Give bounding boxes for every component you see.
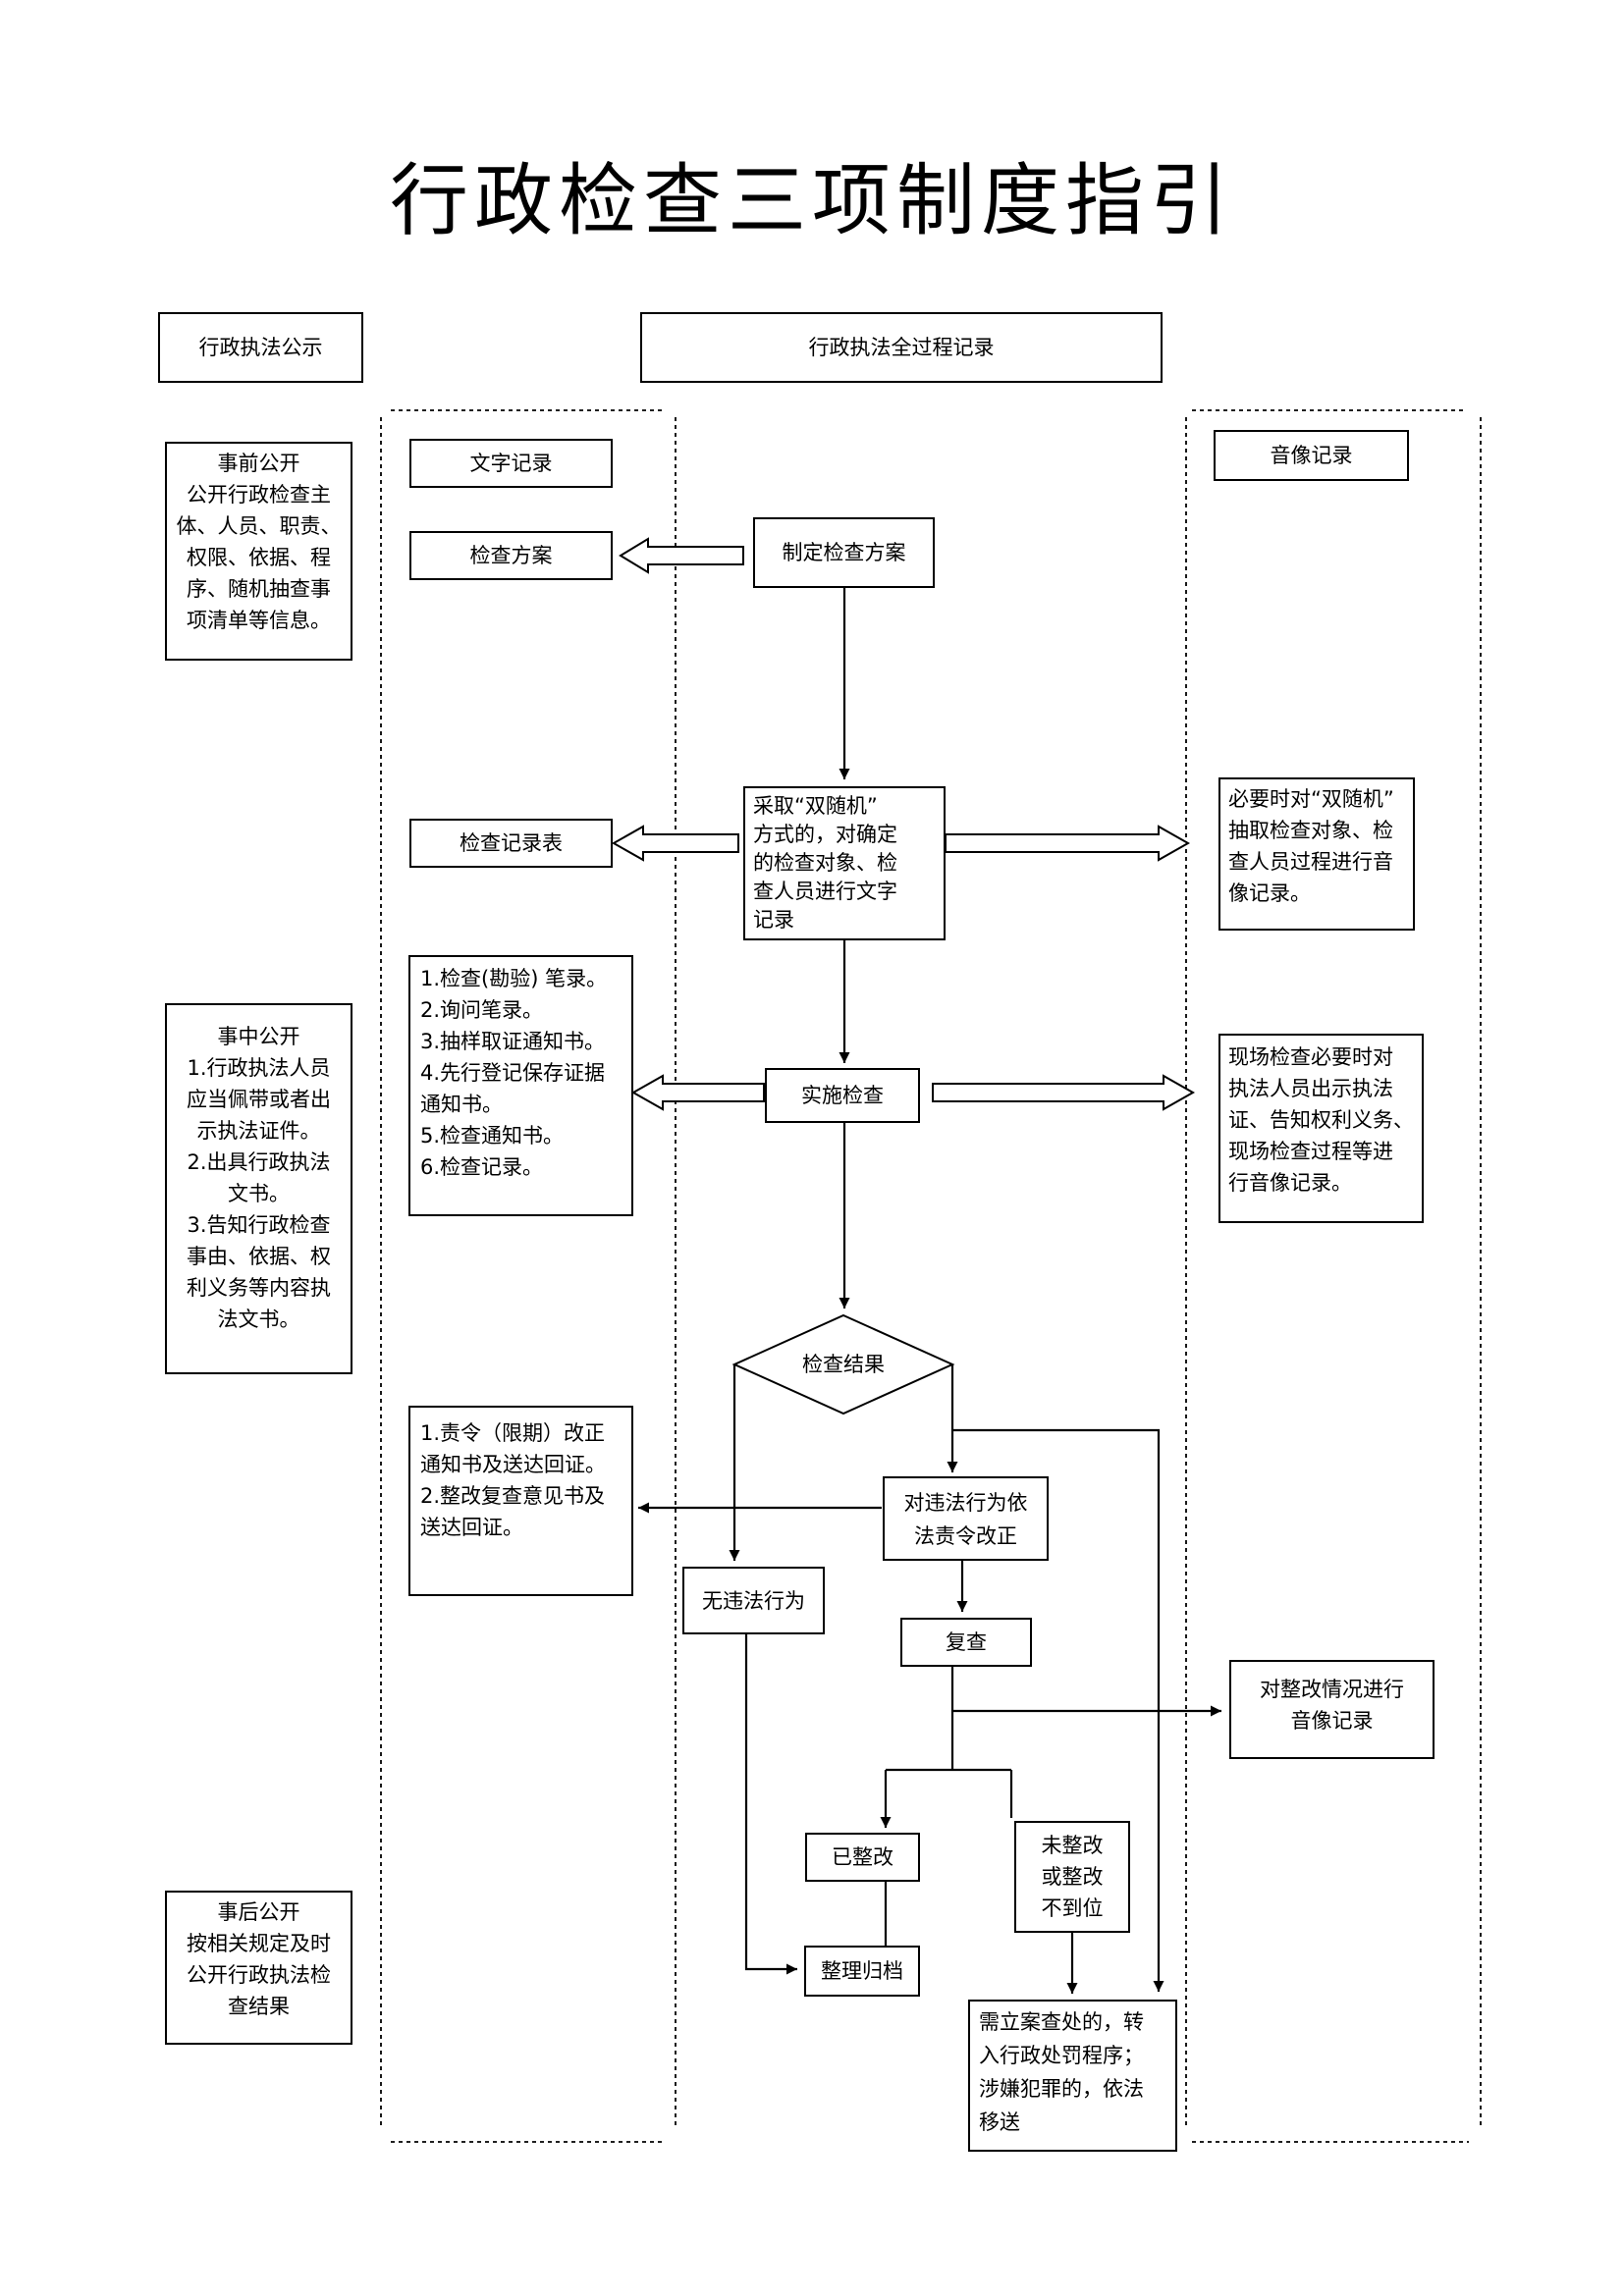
- order-correction-box: 对违法行为依 法责令改正: [883, 1476, 1049, 1561]
- during-heading: 事中公开: [217, 1025, 300, 1048]
- before-publicity-box: 事前公开 公开行政检查主 体、人员、职责、 权限、依据、程 序、随机抽查事 项清…: [165, 442, 352, 661]
- penalty-transfer-box: 需立案查处的，转 入行政处罚程序； 涉嫌犯罪的，依法 移送: [968, 2000, 1177, 2152]
- during-publicity-box: 事中公开 1.行政执法人员 应当佩带或者出 示执法证件。 2.出具行政执法 文书…: [165, 1003, 352, 1374]
- implement-inspection-box: 实施检查: [765, 1068, 920, 1123]
- arrow-to-av-random: [945, 825, 1191, 862]
- after-heading: 事后公开: [217, 1900, 300, 1924]
- text-record-header: 文字记录: [409, 439, 613, 488]
- recheck-box: 复查: [900, 1618, 1032, 1667]
- inspection-record-sheet-box: 检查记录表: [409, 819, 613, 868]
- arrow-to-record-sheet: [611, 825, 739, 862]
- rectification-documents-box: 1.责令（限期）改正 通知书及送达回证。 2.整改复查意见书及 送达回证。: [408, 1406, 633, 1596]
- not-rectified-box: 未整改 或整改 不到位: [1014, 1821, 1130, 1933]
- av-onsite-box: 现场检查必要时对 执法人员出示执法 证、告知权利义务、 现场检查过程等进 行音像…: [1218, 1034, 1424, 1223]
- decision-diamond: [731, 1313, 955, 1415]
- no-violation-box: 无违法行为: [682, 1567, 825, 1634]
- inspection-plan-box: 检查方案: [409, 531, 613, 580]
- arrow-to-av-onsite: [932, 1074, 1196, 1111]
- page-title: 行政检查三项制度指引: [390, 155, 1234, 246]
- arrow-to-docs: [630, 1074, 765, 1111]
- av-random-box: 必要时对“双随机” 抽取检查对象、检 查人员过程进行音 像记录。: [1218, 777, 1415, 931]
- arrow-to-plan: [619, 537, 744, 574]
- av-record-header: 音像记录: [1214, 430, 1409, 481]
- archive-box: 整理归档: [804, 1946, 920, 1997]
- full-process-record-header: 行政执法全过程记录: [640, 312, 1163, 383]
- inspection-documents-box: 1.检查(勘验) 笔录。 2.询问笔录。 3.抽样取证通知书。 4.先行登记保存…: [408, 955, 633, 1216]
- publicity-header: 行政执法公示: [158, 312, 363, 383]
- rectified-box: 已整改: [805, 1833, 920, 1882]
- make-plan-box: 制定检查方案: [753, 517, 935, 588]
- inspection-result-label: 检查结果: [802, 1353, 885, 1376]
- after-publicity-box: 事后公开 按相关规定及时 公开行政执法检 查结果: [165, 1891, 352, 2045]
- random-selection-box: 采取“双随机” 方式的，对确定 的检查对象、检 查人员进行文字 记录: [743, 786, 946, 940]
- av-rectification-box: 对整改情况进行 音像记录: [1229, 1660, 1435, 1759]
- before-heading: 事前公开: [217, 452, 300, 475]
